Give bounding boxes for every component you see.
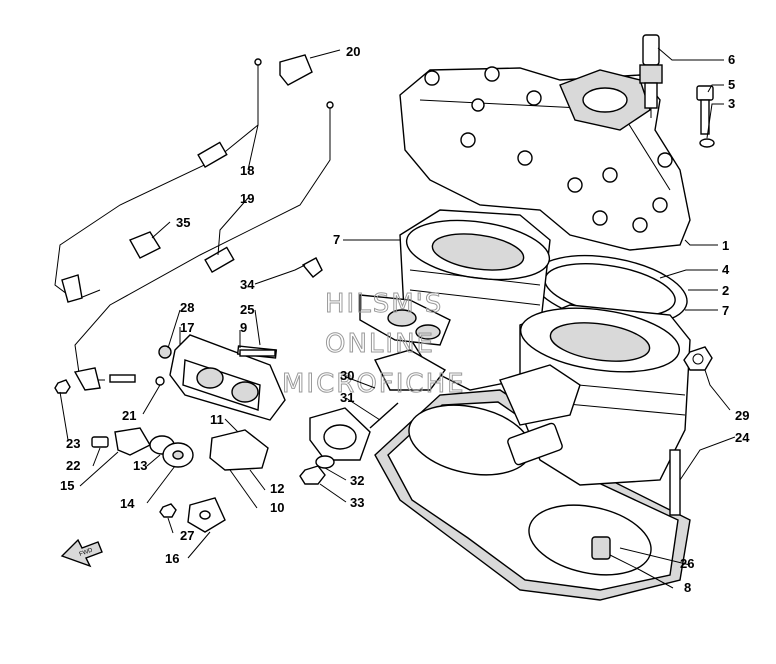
callout-23: 23 <box>66 436 80 451</box>
callout-19: 19 <box>240 191 254 206</box>
watermark-line-1: HILSM'S <box>325 289 443 319</box>
callout-32: 32 <box>350 473 364 488</box>
callout-24: 24 <box>735 430 750 445</box>
callout-8: 8 <box>684 580 691 595</box>
stud <box>669 346 713 516</box>
callout-28: 28 <box>180 300 194 315</box>
callout-9: 9 <box>240 320 247 335</box>
watermark-line-2: ONLINE <box>325 329 435 359</box>
callout-14: 14 <box>120 496 135 511</box>
forward-arrow-label: FWD <box>79 547 95 558</box>
callout-18: 18 <box>240 163 254 178</box>
callout-33: 33 <box>350 495 364 510</box>
callout-3: 3 <box>728 96 735 111</box>
cylinder-front <box>499 304 691 486</box>
cylinder-rear <box>399 209 551 391</box>
throttle-cables <box>54 58 334 391</box>
callout-labels: 1 2 3 4 5 6 7 7 8 9 10 11 12 13 14 15 16… <box>60 44 750 595</box>
leader-lines <box>59 47 736 589</box>
watermark-line-3: MICROFICHE <box>282 369 466 399</box>
callout-31: 31 <box>340 390 354 405</box>
exhaust-valve-parts <box>91 427 269 533</box>
callout-21: 21 <box>122 408 136 423</box>
callout-25: 25 <box>240 302 254 317</box>
head-bolt <box>696 85 715 148</box>
reed-valve-housing <box>169 334 286 421</box>
callout-5: 5 <box>728 77 735 92</box>
elbow-fitting <box>301 257 323 278</box>
callout-11: 11 <box>210 412 224 427</box>
small-fasteners <box>54 345 276 394</box>
cylinder-head <box>399 66 691 251</box>
watermark: HILSM'S ONLINE MICROFICHE <box>282 289 466 400</box>
callout-15: 15 <box>60 478 74 493</box>
exhaust-flange <box>309 294 451 461</box>
spark-plug <box>639 34 663 118</box>
callout-29: 29 <box>735 408 749 423</box>
callout-16: 16 <box>165 551 179 566</box>
callout-7-front: 7 <box>722 303 729 318</box>
callout-13: 13 <box>133 458 147 473</box>
callout-22: 22 <box>66 458 80 473</box>
callout-26: 26 <box>680 556 694 571</box>
callout-6: 6 <box>728 52 735 67</box>
nut-washer <box>299 455 335 485</box>
cable-clip <box>129 54 313 259</box>
base-gasket <box>374 389 691 601</box>
callout-4: 4 <box>722 262 730 277</box>
callout-30: 30 <box>340 368 354 383</box>
dowel-pin <box>591 536 611 560</box>
callout-12: 12 <box>270 481 284 496</box>
callout-20: 20 <box>346 44 360 59</box>
callout-35: 35 <box>176 215 190 230</box>
callout-17: 17 <box>180 320 194 335</box>
callout-10: 10 <box>270 500 284 515</box>
forward-arrow-icon: FWD <box>60 538 103 568</box>
callout-27: 27 <box>180 528 194 543</box>
callout-34: 34 <box>240 277 255 292</box>
callout-2: 2 <box>722 283 729 298</box>
callout-7-rear: 7 <box>333 232 340 247</box>
callout-1: 1 <box>722 238 729 253</box>
